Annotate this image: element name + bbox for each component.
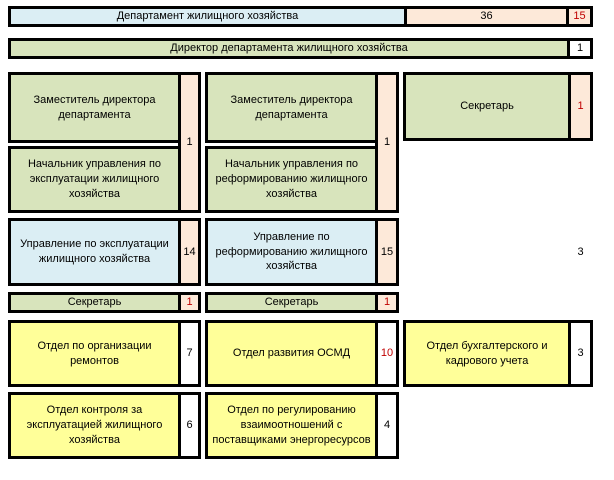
deputy-left-label: Заместитель директора департамента (33, 93, 156, 121)
secretary-mid-count: 1 (375, 292, 399, 313)
unit-energy-box: Отдел по регулированию взаимоотношений с… (205, 392, 378, 459)
deputy-right-label: Заместитель директора департамента (230, 93, 353, 121)
dept-reform-count: 15 (375, 218, 399, 286)
head-reform-count: 1 (375, 72, 399, 213)
head-reform-count-value: 1 (383, 136, 391, 149)
unit-accounting-box: Отдел бухгалтерского и кадрового учета (403, 320, 571, 387)
deputy-left-box: Заместитель директора департамента (8, 72, 181, 143)
head-operation-count-value: 1 (186, 136, 193, 149)
head-operation-count: 1 (178, 72, 201, 213)
director-label: Директор департамента жилищного хозяйств… (170, 42, 408, 55)
unit-energy-label: Отдел по регулированию взаимоотношений с… (212, 404, 371, 446)
unit-accounting-count: 3 (568, 320, 593, 387)
unit-osmd-count-value: 10 (380, 347, 394, 360)
department-count: 15 (566, 6, 593, 27)
unit-repairs-label: Отдел по организации ремонтов (37, 339, 152, 367)
head-operation-box: Начальник управления по эксплуатации жил… (8, 146, 181, 213)
unit-repairs-box: Отдел по организации ремонтов (8, 320, 181, 387)
secretary-top-count: 1 (568, 72, 593, 141)
unit-osmd-box: Отдел развития ОСМД (205, 320, 378, 387)
deputy-right-box: Заместитель директора департамента (205, 72, 378, 143)
department-count-value: 15 (573, 10, 586, 23)
dept-operation-box: Управление по эксплуатации жилищного хоз… (8, 218, 181, 286)
dept-operation-count-value: 14 (183, 245, 196, 258)
unit-accounting-label: Отдел бухгалтерского и кадрового учета (426, 339, 548, 367)
department-total-value: 36 (480, 10, 493, 23)
dept-operation-label: Управление по эксплуатации жилищного хоз… (20, 238, 169, 265)
secretary-left-count: 1 (178, 292, 201, 313)
unit-energy-count-value: 4 (383, 419, 391, 432)
head-operation-label: Начальник управления по эксплуатации жил… (27, 158, 162, 200)
unit-osmd-count: 10 (375, 320, 399, 387)
dept-operation-count: 14 (178, 218, 201, 286)
unit-accounting-count-value: 3 (577, 347, 584, 360)
secretary-mid-count-value: 1 (383, 296, 391, 309)
right-count: 3 (568, 218, 593, 286)
secretary-top-box: Секретарь (403, 72, 571, 141)
head-reform-box: Начальник управления по реформированию ж… (205, 146, 378, 213)
secretary-top-count-value: 1 (577, 100, 584, 113)
secretary-mid-box: Секретарь (205, 292, 378, 313)
unit-control-count-value: 6 (186, 419, 193, 432)
secretary-top-label: Секретарь (460, 100, 514, 113)
unit-control-box: Отдел контроля за эксплуатацией жилищног… (8, 392, 181, 459)
dept-reform-label: Управление по реформированию жилищного х… (215, 230, 368, 273)
unit-control-label: Отдел контроля за эксплуатацией жилищног… (26, 404, 163, 446)
director-count: 1 (567, 38, 593, 59)
department-title-text: Департамент жилищного хозяйства (116, 10, 299, 23)
head-reform-label: Начальник управления по реформированию ж… (215, 158, 368, 200)
unit-osmd-label: Отдел развития ОСМД (232, 347, 351, 360)
dept-reform-count-value: 15 (380, 245, 394, 258)
department-title: Департамент жилищного хозяйства (8, 6, 407, 27)
right-count-value: 3 (577, 245, 584, 258)
department-total: 36 (404, 6, 569, 27)
secretary-left-count-value: 1 (186, 296, 193, 309)
unit-energy-count: 4 (375, 392, 399, 459)
secretary-mid-label: Секретарь (264, 296, 319, 309)
unit-repairs-count: 7 (178, 320, 201, 387)
secretary-left-box: Секретарь (8, 292, 181, 313)
unit-control-count: 6 (178, 392, 201, 459)
director-box: Директор департамента жилищного хозяйств… (8, 38, 570, 59)
director-count-value: 1 (576, 42, 584, 55)
unit-repairs-count-value: 7 (186, 347, 193, 360)
dept-reform-box: Управление по реформированию жилищного х… (205, 218, 378, 286)
secretary-left-label: Секретарь (67, 296, 122, 309)
